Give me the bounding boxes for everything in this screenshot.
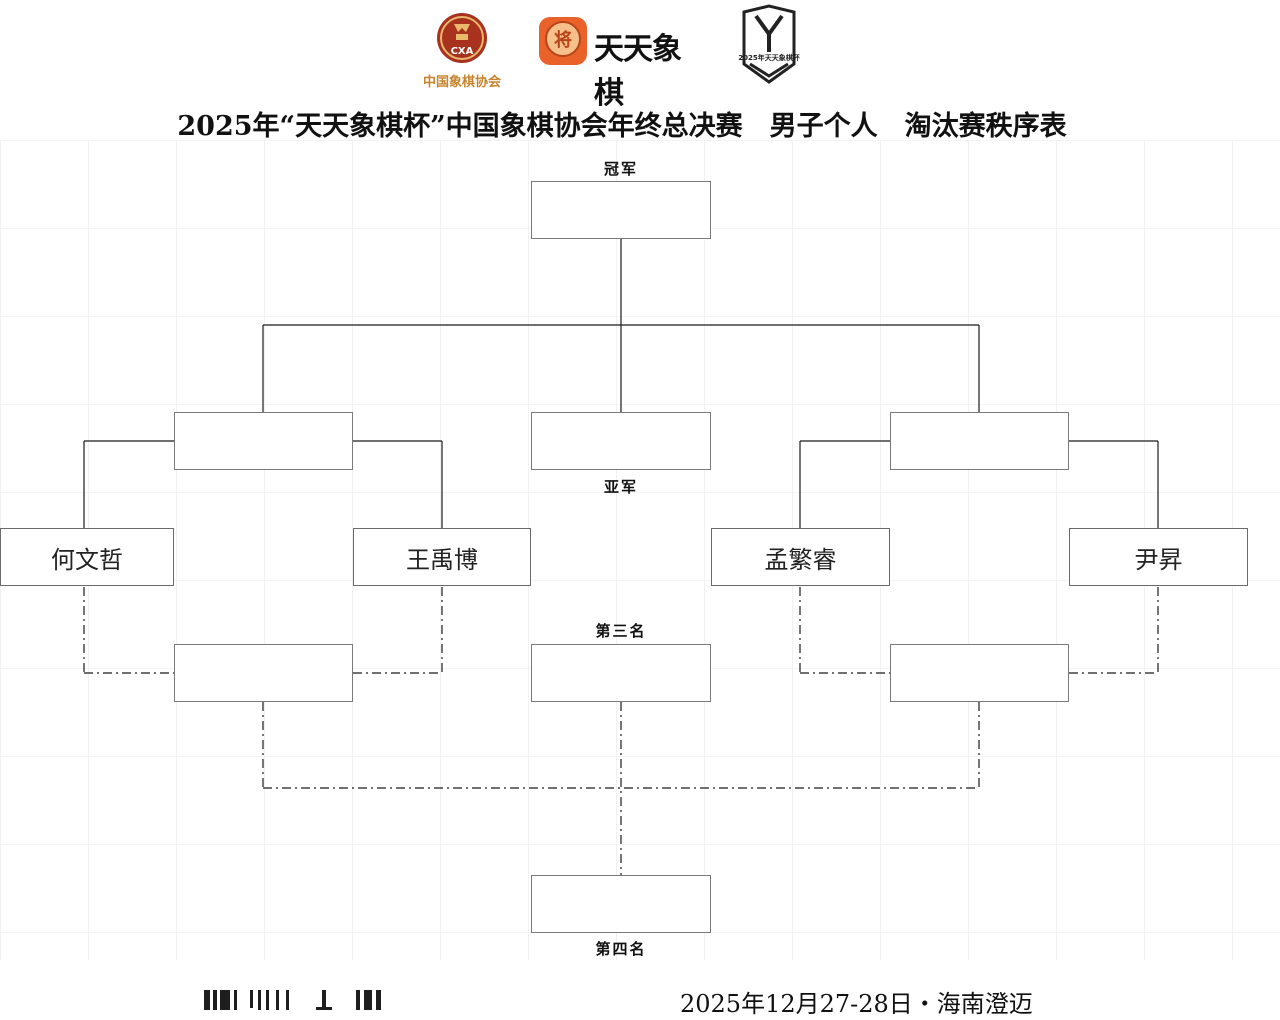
champion-box [531,181,711,239]
right-semifinal-winner-box [890,412,1069,470]
app-logo: 将 天天象棋 [538,14,708,111]
runner-up-box [531,412,711,470]
header-logos: CXA 中国象棋协会 将 天天象棋 2025年天天象棋杯 [0,0,1280,111]
player-box-3: 孟繁睿 [711,528,890,586]
fourth-place-label: 第四名 [595,940,647,958]
left-semifinal-loser-box [174,644,353,702]
footer-watermark [204,990,384,1010]
app-name: 天天象棋 [594,32,682,111]
svg-text:将: 将 [554,29,572,51]
fourth-place-box [531,875,711,933]
runner-up-label: 亚军 [603,478,638,496]
champion-label: 冠军 [603,160,638,178]
left-semifinal-winner-box [174,412,353,470]
player-box-1: 何文哲 [0,528,174,586]
page-title: 2025年“天天象棋杯”中国象棋协会年终总决赛 男子个人 淘汰赛秩序表 [177,111,1067,142]
association-name: 中国象棋协会 [422,75,501,90]
svg-text:CXA: CXA [451,46,474,57]
right-semifinal-loser-box [890,644,1069,702]
footer-date-location: 2025年12月27-28日・海南澄迈 [680,990,1033,1018]
svg-text:2025年天天象棋杯: 2025年天天象棋杯 [738,53,800,62]
third-place-label: 第三名 [595,622,647,640]
player-box-4: 尹昇 [1069,528,1248,586]
third-place-box [531,644,711,702]
association-seal-icon: CXA [436,10,488,68]
cup-logo: 2025年天天象棋杯 [736,4,802,84]
xiangqi-piece-icon: 将 [538,16,588,66]
player-box-2: 王禹博 [353,528,531,586]
